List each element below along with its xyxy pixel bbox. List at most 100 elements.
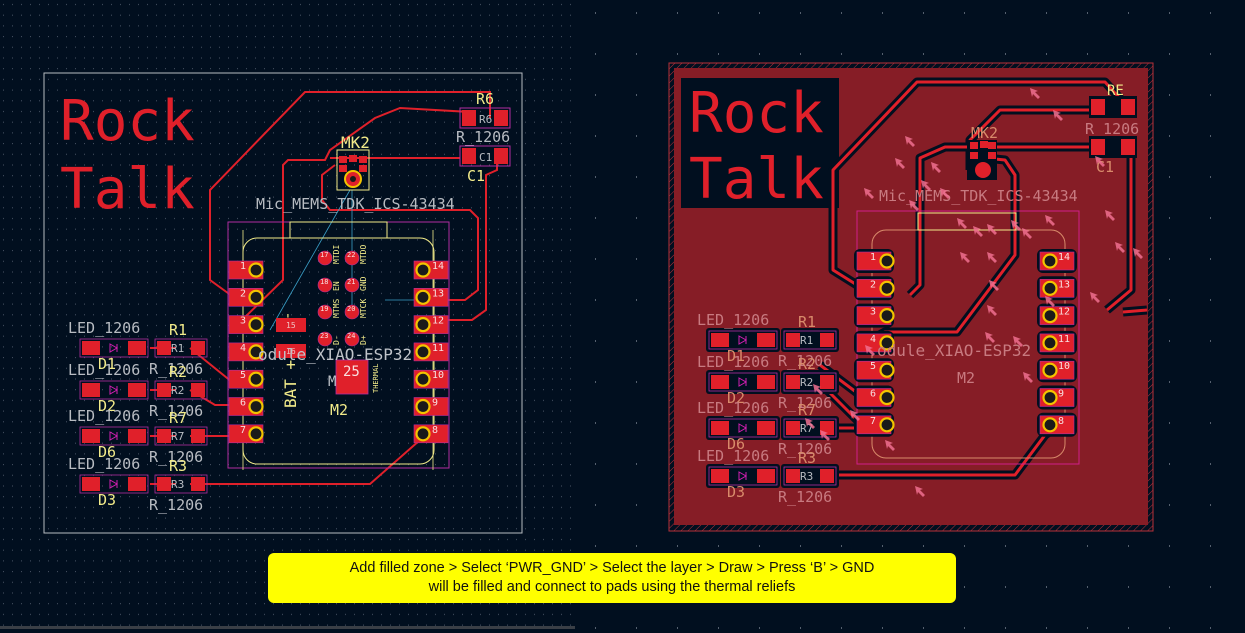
pcb-canvas-left[interactable]: Rock Talk: [0, 0, 575, 629]
resistor-R2[interactable]: R2: [154, 380, 208, 400]
c1-footprint[interactable]: [1089, 136, 1137, 158]
module-pin-9[interactable]: 9: [1037, 385, 1077, 410]
resistor-value: R_1206: [149, 496, 203, 514]
module-pin-3[interactable]: 3: [228, 315, 264, 334]
pin-number: 2: [240, 288, 246, 299]
led-D1[interactable]: [706, 328, 780, 352]
unconnected-arrow: [987, 305, 997, 316]
pin-number: 6: [870, 389, 876, 400]
pad-label: EN: [332, 281, 341, 291]
led-D2[interactable]: [79, 380, 149, 400]
led-D3[interactable]: [706, 464, 780, 488]
resistor-R1[interactable]: R1: [154, 338, 208, 358]
unconnected-arrow: [820, 430, 830, 441]
module-pin-5[interactable]: 5: [228, 369, 264, 389]
r6-footprint[interactable]: [1089, 96, 1137, 118]
unconnected-arrow: [1090, 292, 1100, 303]
led-value: LED_1206: [697, 447, 769, 465]
led-ref: D6: [98, 443, 116, 461]
c1-footprint[interactable]: C1: [459, 145, 511, 167]
resistor-value: R_1206: [778, 394, 832, 412]
resistor-value: R_1206: [149, 360, 203, 378]
resistor-ref: R1: [798, 313, 816, 331]
led-D3[interactable]: [79, 474, 149, 494]
pin-number: 13: [432, 288, 444, 299]
pad-label: D-: [332, 335, 341, 345]
pcb-view-after[interactable]: Rock Talk: [575, 0, 1245, 629]
led-value: LED_1206: [68, 455, 140, 473]
module-pin-2[interactable]: 2: [228, 287, 264, 307]
resistor-R3[interactable]: R3: [154, 474, 208, 494]
module-pin-6[interactable]: 6: [854, 385, 895, 410]
module-pin-13[interactable]: 13: [413, 287, 449, 307]
module-pin-1[interactable]: 1: [228, 260, 264, 280]
bat-label: BAT +: [281, 360, 300, 408]
led-value: LED_1206: [68, 319, 140, 337]
resistor-R3[interactable]: R3: [781, 464, 839, 488]
unconnected-arrow: [850, 410, 860, 421]
module-pin-7[interactable]: 7: [228, 424, 264, 444]
pin-number: 7: [240, 425, 246, 436]
module-value: odule_XIAO-ESP32: [258, 345, 412, 364]
module-pin-11[interactable]: 11: [1037, 330, 1077, 355]
module-pin-3[interactable]: 3: [854, 303, 895, 328]
module-pin-14[interactable]: 14: [413, 260, 449, 280]
pcb-canvas-right[interactable]: Rock Talk: [575, 0, 1245, 629]
bat-pads[interactable]: 15 16: [276, 318, 306, 358]
r6-value: R_1206: [456, 128, 510, 146]
module-pin-2[interactable]: 2: [854, 276, 895, 301]
pin-number: 12: [1058, 307, 1070, 318]
resistor-pad-ref: R2: [171, 384, 184, 397]
module-pin-5[interactable]: 5: [854, 358, 895, 383]
module-pin-11[interactable]: 11: [413, 342, 449, 362]
led-D2[interactable]: [706, 370, 780, 394]
module-left-pins: 1 234 5 6 7: [854, 249, 895, 437]
thermal-pad[interactable]: 25: [335, 359, 369, 395]
module-pin-8[interactable]: 8: [413, 424, 449, 444]
module-pin-4[interactable]: 4: [228, 342, 264, 362]
led-ref: D6: [727, 435, 745, 453]
led-D6[interactable]: [706, 416, 780, 440]
module-pin-12[interactable]: 12: [413, 315, 449, 334]
module-pin-12[interactable]: 12: [1037, 303, 1077, 328]
unconnected-arrow: [1115, 242, 1125, 253]
r6-footprint[interactable]: R6: [459, 107, 511, 129]
module-pin-14[interactable]: 14: [1037, 249, 1077, 273]
resistor-R7[interactable]: R7: [154, 426, 208, 446]
resistor-pad-ref: R3: [800, 470, 813, 483]
module-pin-1[interactable]: 1: [854, 249, 895, 273]
module-pin-10[interactable]: 10: [1037, 358, 1077, 383]
pin-number: 13: [1058, 279, 1070, 290]
pcb-view-before[interactable]: Rock Talk: [0, 0, 575, 629]
pin-number: 11: [432, 343, 444, 354]
module-pin-4[interactable]: 4: [854, 330, 895, 355]
module-ref: M2: [330, 401, 348, 419]
resistor-R1[interactable]: R1: [781, 328, 839, 352]
mic-footprint[interactable]: [336, 149, 370, 191]
module-pin-9[interactable]: 9: [413, 397, 449, 416]
module-pin-8[interactable]: 8: [1037, 412, 1077, 437]
module-pin-13[interactable]: 13: [1037, 276, 1077, 301]
led-D6[interactable]: [79, 426, 149, 446]
module-right-pins: 14 13 12 11 109 8: [1037, 249, 1077, 437]
module-pin-10[interactable]: 10: [413, 369, 449, 389]
pin-number: 8: [1058, 416, 1064, 427]
module-pin-7[interactable]: 7: [854, 412, 895, 437]
module-pin-6[interactable]: 6: [228, 397, 264, 416]
led-D1[interactable]: [79, 338, 149, 358]
scrollbar-track[interactable]: [0, 626, 575, 629]
resistor-R7[interactable]: R7: [781, 416, 839, 440]
mic-footprint[interactable]: [967, 140, 997, 180]
resistor-R2[interactable]: R2: [781, 370, 839, 394]
